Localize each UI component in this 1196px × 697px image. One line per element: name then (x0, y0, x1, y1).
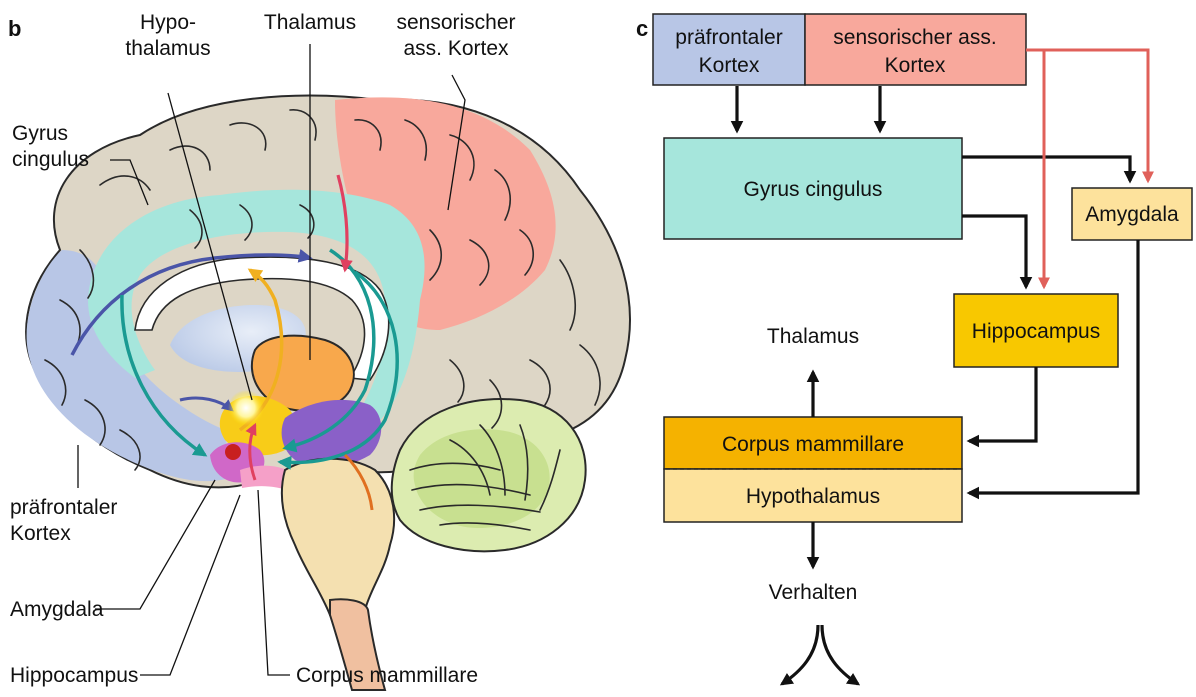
brain-illustration (26, 96, 630, 690)
box-hypothalamus-label: Hypothalamus (746, 485, 880, 508)
label-cingulate-line2: cingulus (12, 148, 89, 171)
label-hypothalamus-line1: Hypo- (140, 11, 196, 34)
box-hippocampus-label: Hippocampus (972, 320, 1100, 343)
label-thalamus: Thalamus (264, 11, 356, 34)
box-prefrontal-line1: präfrontaler (675, 26, 782, 49)
label-behavior-output: Verhalten (769, 581, 858, 604)
label-amygdala: Amygdala (10, 598, 104, 621)
label-hypothalamus-line2: thalamus (125, 37, 210, 60)
label-thalamus-output: Thalamus (767, 325, 859, 348)
label-hippocampus: Hippocampus (10, 664, 138, 687)
box-mammillary-label: Corpus mammillare (722, 433, 904, 456)
box-sensory-line2: Kortex (885, 54, 946, 77)
box-sensory-line1: sensorischer ass. (833, 26, 996, 49)
label-prefrontal-line1: präfrontaler (10, 496, 117, 519)
panel-b-letter: b (8, 16, 21, 41)
box-prefrontal-line2: Kortex (699, 54, 760, 77)
box-cingulate-label: Gyrus cingulus (744, 178, 883, 201)
label-prefrontal-line2: Kortex (10, 522, 71, 545)
box-amygdala-label: Amygdala (1085, 203, 1179, 226)
label-sensory-line2: ass. Kortex (403, 37, 509, 60)
label-cingulate-line1: Gyrus (12, 122, 68, 145)
label-mammillary: Corpus mammillare (296, 664, 478, 687)
label-sensory-line1: sensorischer (396, 11, 515, 34)
panel-c-letter: c (636, 16, 648, 41)
